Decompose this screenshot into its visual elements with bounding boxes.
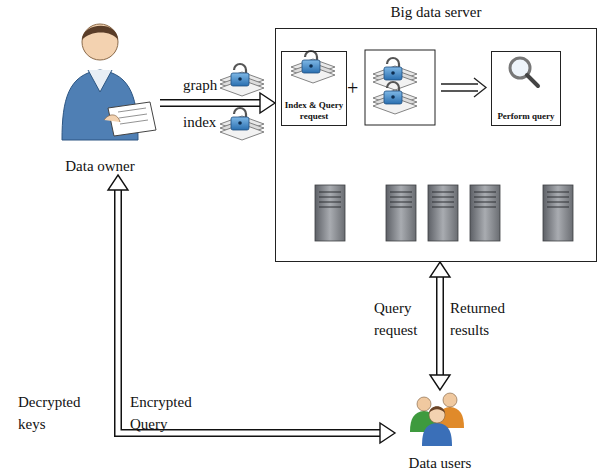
magnifier-icon — [510, 58, 538, 86]
perform-query-box: Perform query — [491, 51, 561, 126]
node-label: Data users — [409, 455, 472, 472]
node-label: Index & Query request — [284, 100, 344, 121]
index-lock-stack — [220, 108, 264, 140]
flow-label: Query request — [374, 298, 432, 342]
data-owner: Data owner — [40, 5, 160, 175]
hollow-arrow — [160, 93, 275, 113]
graph-lock-stack — [220, 64, 264, 96]
data-users: Data users — [395, 390, 485, 472]
server-towers — [315, 185, 573, 241]
data-owner-figure — [62, 24, 156, 140]
plus-sign: + — [347, 74, 363, 103]
node-label: Data owner — [65, 158, 135, 175]
hollow-arrow — [430, 262, 450, 390]
flow-label: Encrypted Query — [130, 392, 218, 436]
flow-label: Returned results — [450, 298, 534, 342]
flow-label: graph — [183, 75, 223, 97]
encrypted-graph-box — [365, 50, 435, 125]
node-label: Perform query — [497, 111, 554, 121]
double-arrow — [441, 78, 486, 97]
index-query-box: Index & Query request — [281, 51, 347, 126]
flow-label: index — [183, 112, 223, 134]
server-box: Big data serverIndex & Query requestPerf… — [275, 28, 597, 262]
flow-label: Decrypted keys — [18, 392, 98, 436]
box-heading: Big data server — [276, 4, 596, 21]
data-users-figure — [410, 393, 464, 446]
hollow-arrow — [108, 175, 395, 443]
index-lock-icon — [291, 51, 335, 83]
